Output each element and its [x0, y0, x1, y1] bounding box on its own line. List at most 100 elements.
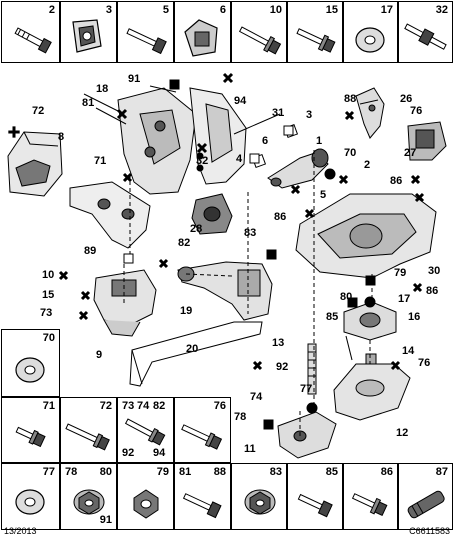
long-bolt-icon — [65, 423, 110, 451]
mount-clip-27 — [407, 121, 447, 161]
part-number: 94 — [153, 447, 166, 459]
part-cell-77[interactable]: 77 — [1, 463, 60, 530]
part-cell-10[interactable]: 10 — [231, 1, 287, 63]
callout: 30 — [428, 265, 440, 277]
callout: 4 — [236, 153, 243, 165]
callout: 80 — [340, 291, 352, 303]
callout: 89 — [84, 245, 96, 257]
callout: 1 — [316, 135, 322, 147]
part-number: 32 — [435, 4, 448, 16]
part-cell-17[interactable]: 17 — [343, 1, 398, 63]
part-cell-73-74-82[interactable]: 73 74 82 92 94 — [117, 397, 174, 463]
callout: 76 — [410, 105, 422, 117]
marker-square-white — [123, 253, 134, 264]
callout: 83 — [244, 227, 256, 239]
callout: 85 — [326, 311, 338, 323]
part-cell-78-80[interactable]: 78 80 91 — [60, 463, 117, 530]
marker-square-black — [266, 249, 277, 260]
part-number: 81 — [179, 466, 192, 478]
part-cell-71[interactable]: 71 — [1, 397, 60, 463]
flange-bolt-icon — [181, 424, 223, 450]
mount-block-28 — [191, 193, 233, 235]
flange-bolt-icon — [238, 26, 282, 55]
callout: 82 — [178, 237, 190, 249]
part-number: 74 — [137, 400, 150, 412]
part-cell-81-88[interactable]: 81 88 — [174, 463, 231, 530]
callout: 5 — [320, 189, 326, 201]
part-cell-32[interactable]: 32 — [398, 1, 453, 63]
callout: 86 — [390, 175, 402, 187]
marker-dot — [324, 168, 336, 180]
callout: 16 — [408, 311, 420, 323]
part-number: 86 — [380, 466, 393, 478]
bracket-clip-icon — [184, 19, 218, 57]
part-cell-3[interactable]: 3 — [60, 1, 117, 63]
part-number: 73 — [122, 400, 135, 412]
part-cell-15[interactable]: 15 — [287, 1, 343, 63]
part-number: 10 — [269, 4, 282, 16]
engine-mount-left-8 — [7, 131, 63, 197]
flange-bolt-icon — [296, 28, 336, 53]
callout: 28 — [190, 223, 202, 235]
footer-right-code: C6611583 — [409, 526, 450, 536]
marker-dot — [196, 164, 204, 172]
part-cell-76[interactable]: 76 — [174, 397, 231, 463]
callout: 77 — [300, 383, 312, 395]
part-cell-70[interactable]: 70 — [1, 329, 60, 397]
bracket-26 — [355, 87, 385, 139]
marker-square-black — [263, 419, 274, 430]
callout: 79 — [394, 267, 406, 279]
washer-icon — [15, 489, 45, 515]
part-cell-5[interactable]: 5 — [117, 1, 174, 63]
part-number: 80 — [99, 466, 112, 478]
engine-mount-9 — [93, 269, 157, 337]
bolt-icon — [124, 418, 166, 446]
callout: 70 — [344, 147, 356, 159]
part-cell-2[interactable]: 2 — [1, 1, 60, 63]
callout: 81 — [82, 97, 94, 109]
callout: 91 — [128, 73, 140, 85]
callout: 73 — [40, 307, 52, 319]
callout: 74 — [250, 391, 263, 403]
washer-icon — [15, 357, 45, 383]
callout: 71 — [94, 155, 106, 167]
part-number: 76 — [213, 400, 226, 412]
bracket-strip-20 — [129, 321, 263, 387]
marker-dot — [364, 296, 376, 308]
callout: 94 — [234, 95, 247, 107]
callout: 78 — [234, 411, 246, 423]
bolt-icon — [126, 28, 167, 55]
part-cell-87[interactable]: 87 — [398, 463, 453, 530]
callout: 86 — [426, 285, 438, 297]
support-bracket-4 — [69, 181, 151, 249]
bracket-11 — [277, 411, 337, 459]
part-cell-85[interactable]: 85 — [287, 463, 343, 530]
part-number: 17 — [380, 4, 393, 16]
part-number: 82 — [153, 400, 166, 412]
part-cell-72[interactable]: 72 — [60, 397, 117, 463]
callout: 31 — [272, 107, 284, 119]
marker-square-white — [283, 125, 294, 136]
callout: 19 — [180, 305, 192, 317]
part-number: 79 — [156, 466, 169, 478]
callout: 2 — [364, 159, 370, 171]
engine-bracket-18 — [117, 87, 197, 195]
callout: 12 — [396, 427, 408, 439]
part-cell-79[interactable]: 79 — [117, 463, 174, 530]
footer-left-code: 13/2013 — [4, 526, 37, 536]
short-bolt-icon — [15, 426, 46, 448]
marker-square-black — [169, 79, 180, 90]
part-cell-86[interactable]: 86 — [343, 463, 398, 530]
part-number: 83 — [269, 466, 282, 478]
callout: 6 — [262, 135, 268, 147]
marker-square-black — [347, 297, 358, 308]
part-number: 3 — [105, 4, 112, 16]
part-cell-6[interactable]: 6 — [174, 1, 231, 63]
part-number: 88 — [213, 466, 226, 478]
callout: 13 — [272, 337, 284, 349]
washer-icon — [355, 27, 385, 53]
part-number: 77 — [42, 466, 55, 478]
part-cell-83[interactable]: 83 — [231, 463, 287, 530]
part-number: 72 — [99, 400, 112, 412]
